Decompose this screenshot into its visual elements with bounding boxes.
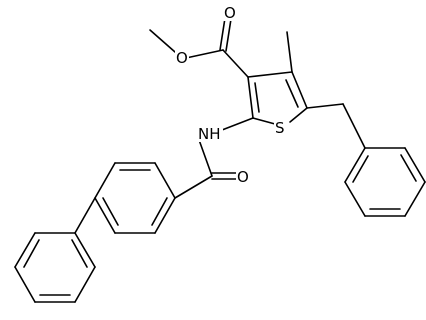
bond-carbonyl-double-b [225,18,232,52]
bond-ph1-f [344,147,366,183]
bond-o-carbonylc [185,49,224,59]
bond-ph2-a [154,162,176,199]
bond-ph3-inner-1 [23,239,40,268]
amide-nitrogen-label: NH [198,125,221,143]
bond-ph2-inner-2 [102,197,119,226]
bond-ph1-c [404,181,426,217]
bond-ph3-f [74,232,96,268]
methyl-ester-group [149,17,249,78]
bond-ph1-inner-1 [400,154,417,182]
bond-c2-c3 [247,76,254,119]
bond-ph3-inner-3 [71,239,88,268]
bond-ph3-b [14,232,36,268]
bond-c2-n [221,117,254,131]
bond-ph1-b [404,147,426,183]
amide-group [174,117,254,199]
benzyl-group [306,103,426,217]
ester-oxygen-label: O [176,49,188,67]
bond-c4-methyl [286,31,293,73]
terminal-phenyl-ring [14,197,96,303]
bond-carbonyl-double-a [219,17,226,51]
bond-biaryl [74,197,96,234]
bond-c4-c5 [291,71,308,109]
thiophene-sulfur-label: S [275,119,285,137]
bond-carbonylc-c3 [222,49,249,78]
bond-ph3-c [14,266,36,303]
amide-oxygen-label: O [237,168,249,186]
bond-ph3-e [74,266,96,303]
carbonyl-oxygen-label: O [224,4,236,22]
bond-c2-c3-inner [254,82,260,113]
bond-ph2-inner-3 [151,197,168,226]
bond-amidec-ring [174,175,213,199]
thiophene-ring [247,71,308,125]
bond-ch2-ipso [342,103,366,149]
bond-c4-c5-inner [285,79,299,108]
bond-methyl-o [149,29,176,53]
bond-ph1-e [344,181,366,217]
bond-ph2-c [94,162,116,199]
bond-n-amidec [197,136,213,177]
bond-ph2-d [94,197,116,234]
bond-c3-c4 [247,71,293,78]
bond-c5-s [289,107,308,123]
bond-s-c2 [252,117,276,125]
atom-labels: O O NH S O [175,3,288,186]
bond-c5-ch2 [306,103,344,109]
bond-ph1-inner-3 [352,155,369,183]
phenylene-ring [94,162,176,234]
bond-ph2-f [154,197,176,234]
